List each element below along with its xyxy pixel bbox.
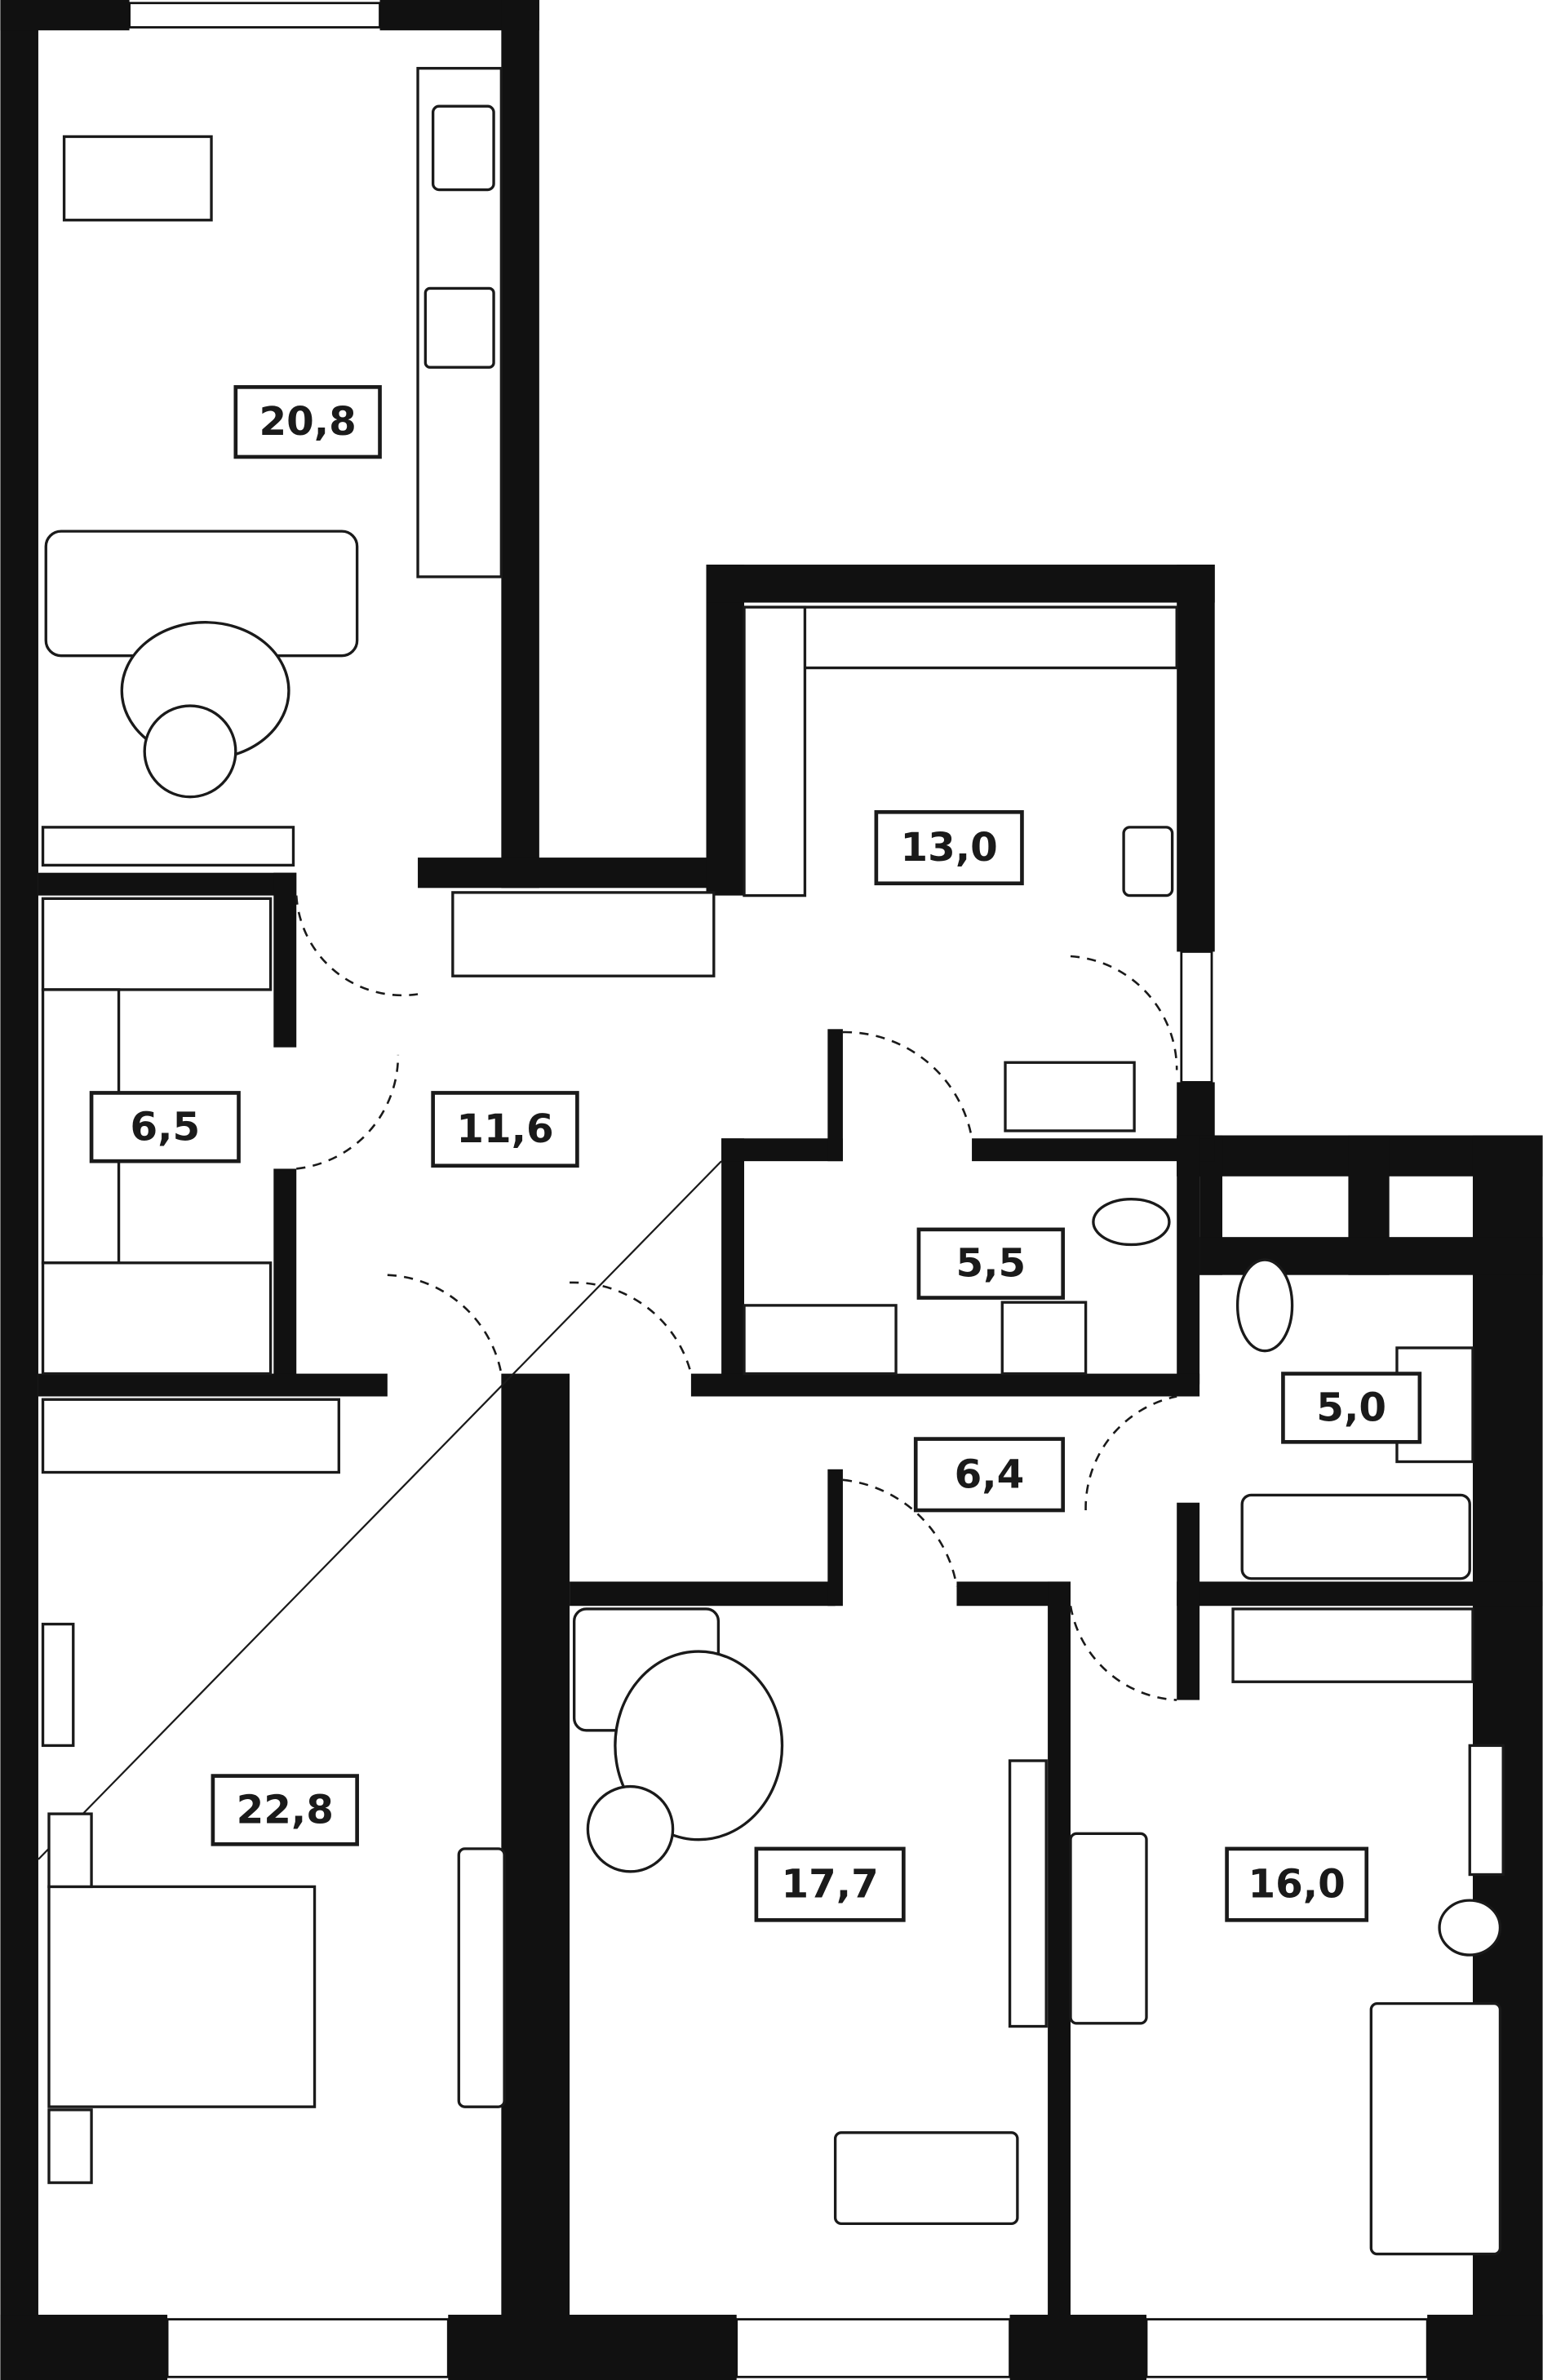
room-label-laundry: 5,5 [916, 1227, 1066, 1300]
room-label-master-bedroom: 22,8 [211, 1774, 359, 1846]
room-area: 6,4 [955, 1451, 1025, 1497]
furniture [41, 67, 1505, 2256]
room-area: 5,5 [956, 1241, 1026, 1287]
room-area: 11,6 [456, 1106, 553, 1152]
room-label-dressing-small: 6,5 [89, 1091, 241, 1163]
room-area: 20,8 [259, 399, 357, 445]
room-area: 17,7 [781, 1862, 878, 1908]
room-area: 5,0 [1316, 1385, 1386, 1430]
doors [38, 895, 1178, 1860]
room-label-bedroom-right: 16,0 [1225, 1846, 1369, 1922]
room-label-bathroom: 5,0 [1281, 1372, 1422, 1444]
room-label-corridor: 6,4 [913, 1437, 1066, 1513]
room-label-kitchen-living: 20,8 [233, 385, 382, 459]
room-area: 22,8 [237, 1787, 334, 1833]
room-area: 16,0 [1248, 1862, 1346, 1908]
windows [128, 2, 1429, 2378]
room-label-bedroom-middle: 17,7 [754, 1846, 906, 1922]
room-area: 6,5 [130, 1104, 200, 1150]
room-label-hallway: 11,6 [431, 1091, 579, 1168]
room-area: 13,0 [900, 825, 997, 871]
room-labels: 20,8 13,0 6,5 11,6 5,5 5,0 6,4 22,8 17,7… [89, 385, 1422, 1922]
room-label-dressing-large: 13,0 [874, 809, 1024, 886]
